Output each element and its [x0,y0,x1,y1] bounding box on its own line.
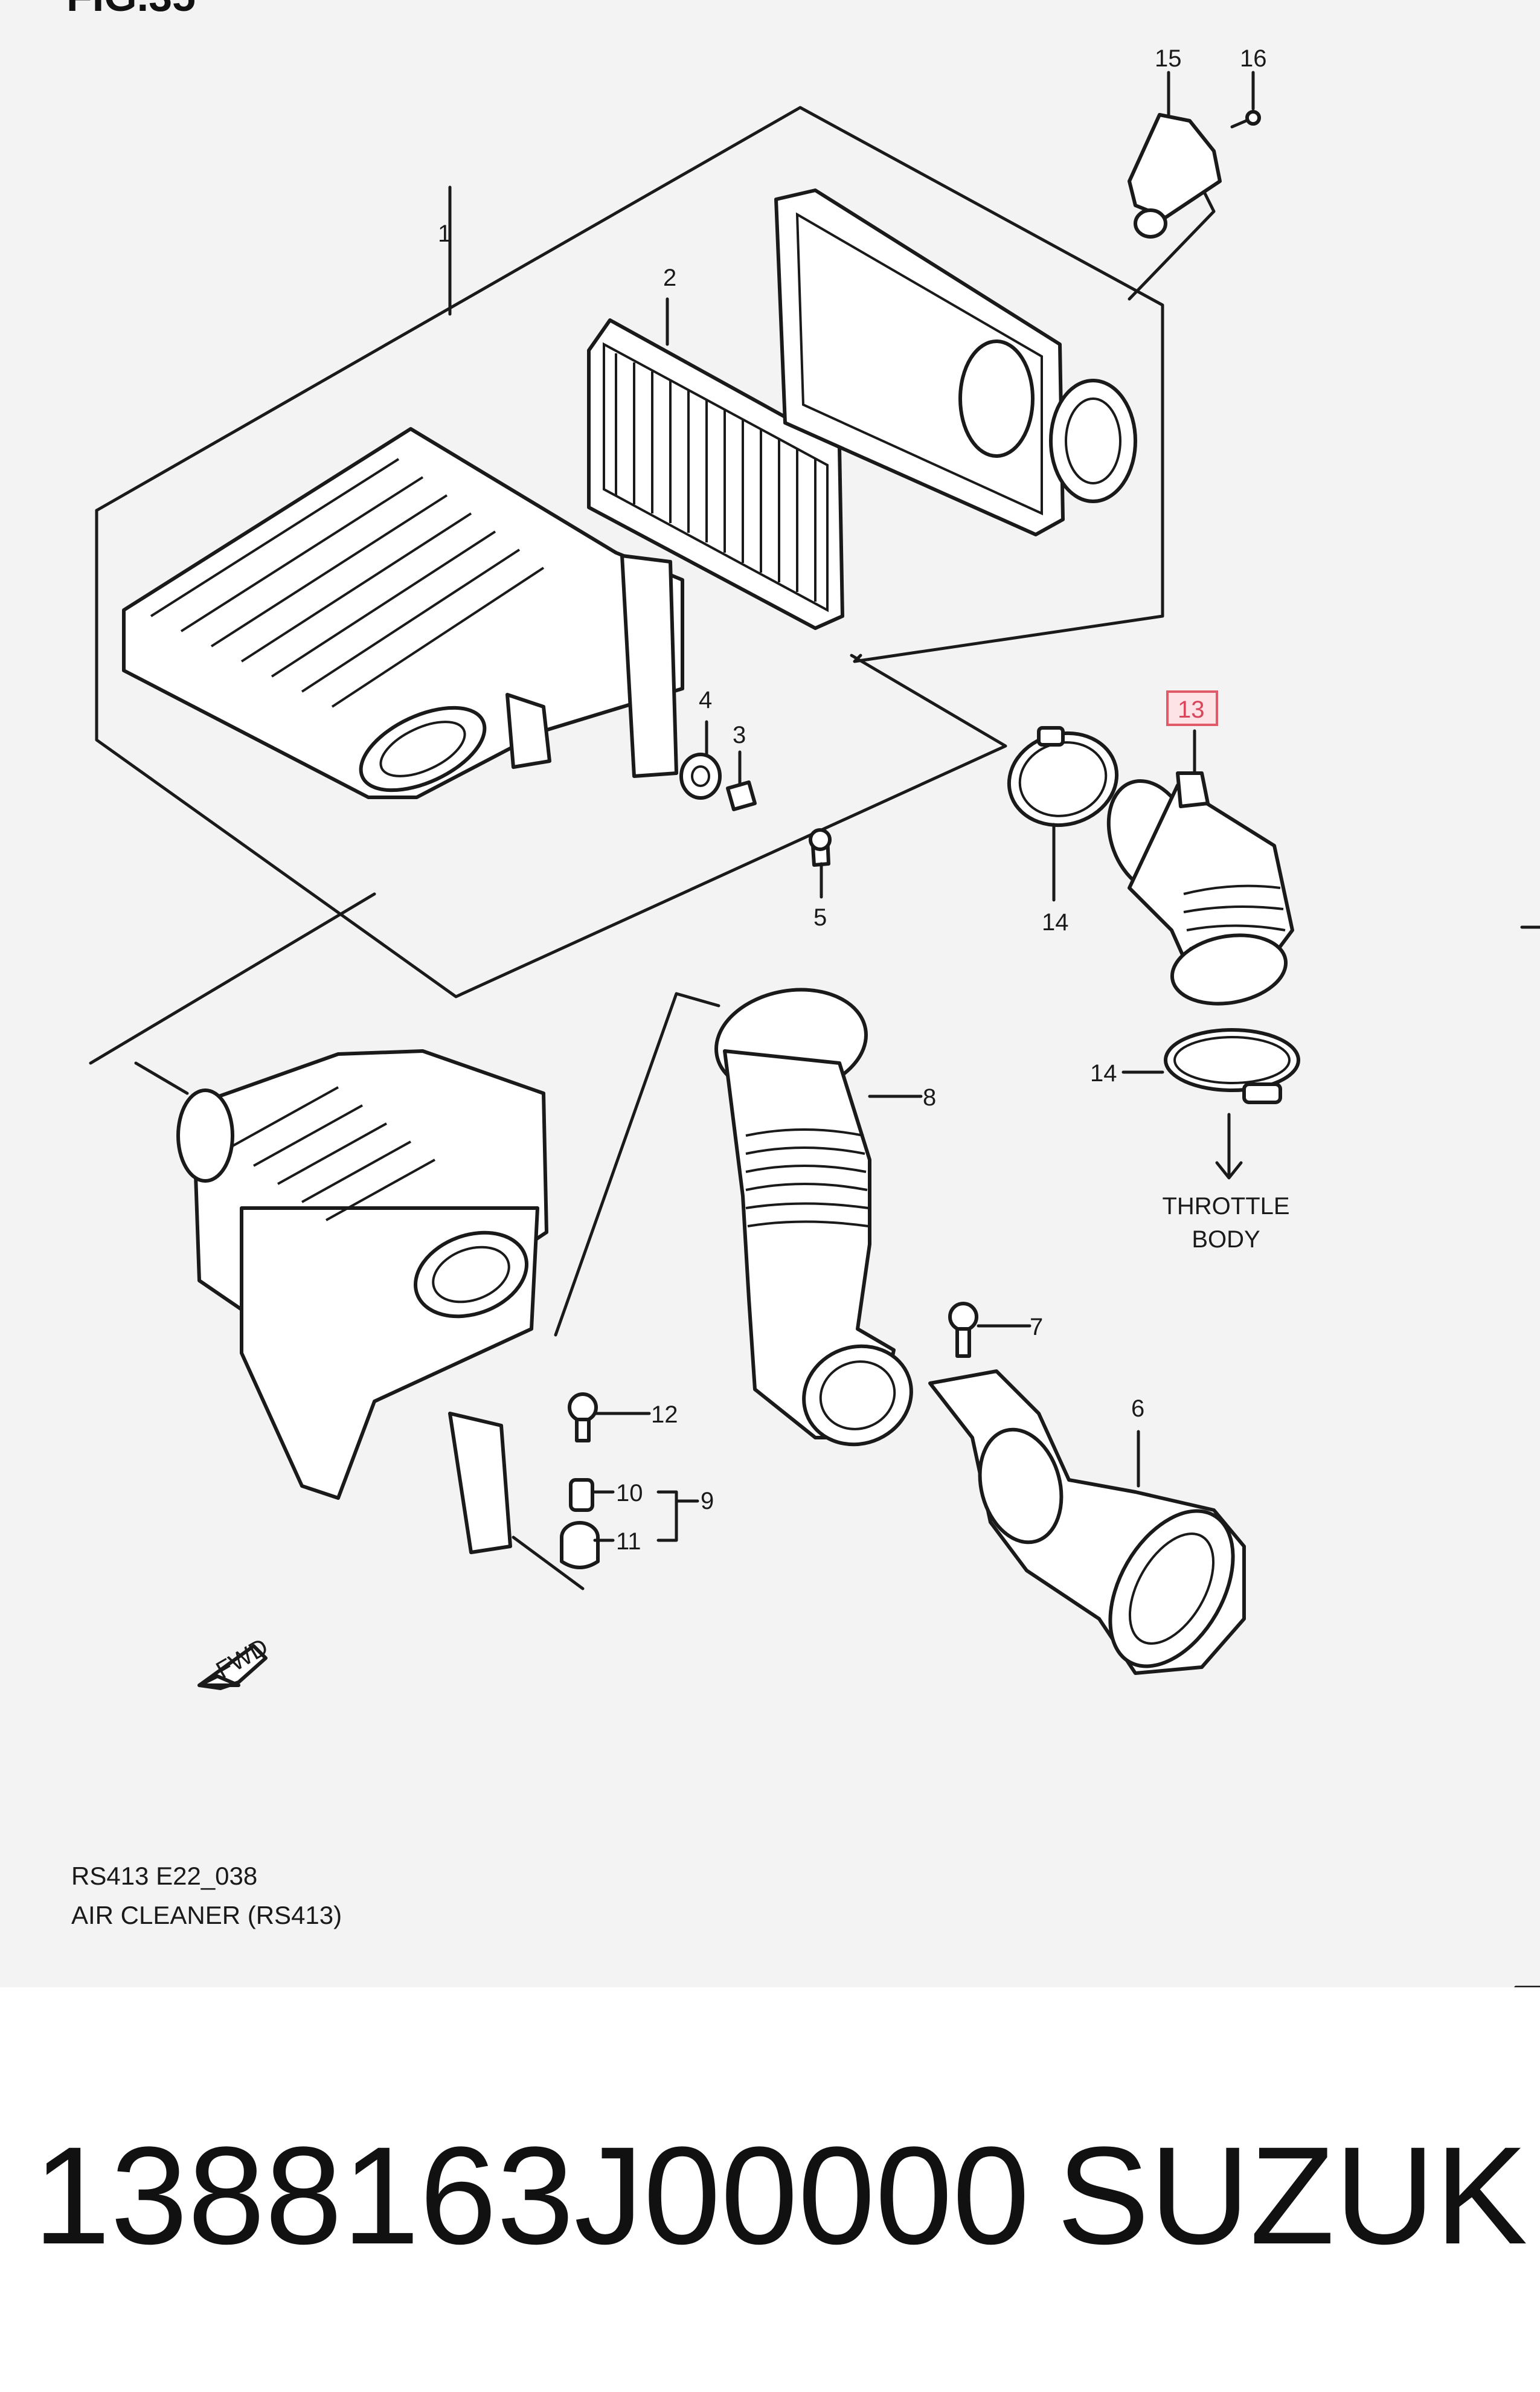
leader-lines [448,71,1255,1542]
callout-12: 12 [651,1401,678,1428]
callout-1: 1 [438,220,451,247]
maf-sensor [1128,110,1261,301]
callout-13: 13 [1178,696,1205,723]
clamp-lower [1164,1028,1300,1104]
throttle-note-line-2: BODY [1192,1226,1260,1253]
callout-4: 4 [699,687,712,713]
callout-15: 15 [1155,45,1182,72]
leader-8 [554,992,720,1337]
callout-10: 10 [616,1480,643,1506]
clamp-upper [1007,726,1119,828]
callout-13-highlight [1166,690,1218,726]
parts-diagram: FIG.35 [66,0,1540,1987]
throttle-arrow [1215,1113,1243,1180]
callout-11: 11 [616,1528,641,1555]
intake-hose [1106,771,1294,1006]
inlet-duct [928,1369,1246,1675]
fwd-arrow: FWD [197,1633,272,1690]
callout-5: 5 [813,904,827,931]
part-number: 1388163J00000 [33,2118,1030,2273]
callout-16: 16 [1240,45,1267,72]
part-number-footer [0,1987,1540,2392]
throttle-note-line-1: THROTTLE [1162,1193,1289,1220]
callout-14-upper: 14 [1042,909,1069,936]
callout-2: 2 [663,265,676,291]
callout-3: 3 [733,722,746,748]
callout-14-lower: 14 [1090,1060,1117,1087]
caption-code: RS413 E22_038 [71,1862,257,1890]
filter-element [587,318,844,630]
air-cleaner-cover-rim [774,188,1137,536]
callout-8: 8 [923,1084,936,1111]
callout-6: 6 [1131,1395,1144,1422]
intake-duct [714,988,913,1447]
air-cleaner-lower-case [89,892,585,1590]
brand-name: SUZUKI [1057,2118,1540,2273]
callout-7: 7 [1030,1314,1043,1340]
air-cleaner-upper-case [122,427,684,799]
edge-marks [1514,925,1540,1987]
callout-9: 9 [701,1488,714,1514]
small-fasteners-upper [679,753,832,867]
bolts-and-grommets [560,1302,978,1569]
diagram-panel: FIG.35 [0,0,1540,1987]
caption-name: AIR CLEANER (RS413) [71,1901,342,1929]
figure-title: FIG.35 [66,0,196,20]
